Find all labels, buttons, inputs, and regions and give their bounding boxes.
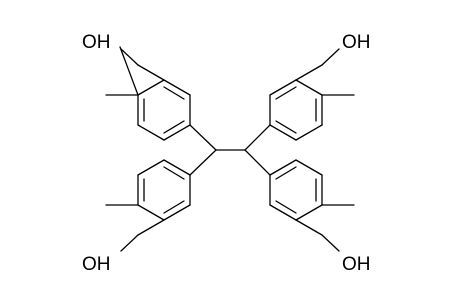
ethane-bridge xyxy=(189,124,271,176)
aryl-ring-bottom-left xyxy=(105,159,191,252)
bridge-bond-bottom-right xyxy=(244,149,271,176)
inner-double-bond xyxy=(163,86,185,100)
inner-double-bond xyxy=(163,200,185,214)
c-c-bond xyxy=(137,64,165,81)
c-oh-bond xyxy=(120,48,139,66)
c-oh-bond xyxy=(120,234,139,252)
inner-double-bond xyxy=(163,120,185,134)
c-oh-bond xyxy=(321,234,340,252)
bridge-bond-top-right xyxy=(244,124,271,151)
inner-double-bond xyxy=(275,120,297,134)
hydroxyl-label-top-left: OH xyxy=(82,32,111,53)
inner-double-bond xyxy=(275,200,297,214)
inner-double-bond xyxy=(275,166,297,180)
hydroxyl-label-bottom-left: OH xyxy=(82,254,111,275)
bridge-bond-bottom-left xyxy=(189,149,217,176)
aryl-ring-top-right xyxy=(269,48,355,141)
c-oh-bond xyxy=(119,46,139,96)
hydroxyl-label-top-right: OH xyxy=(342,32,371,53)
inner-double-bond xyxy=(163,166,185,180)
c-c-bond xyxy=(137,219,165,236)
c-c-bond xyxy=(295,64,323,81)
c-oh-bond xyxy=(321,48,340,66)
aryl-ring-bottom-right xyxy=(269,159,355,252)
inner-double-bond xyxy=(275,86,297,100)
hydroxyl-label-bottom-right: OH xyxy=(342,254,371,275)
bridge-bond-top-left xyxy=(189,124,217,151)
aryl-ring-top-left xyxy=(105,46,191,141)
c-c-bond xyxy=(295,219,323,236)
